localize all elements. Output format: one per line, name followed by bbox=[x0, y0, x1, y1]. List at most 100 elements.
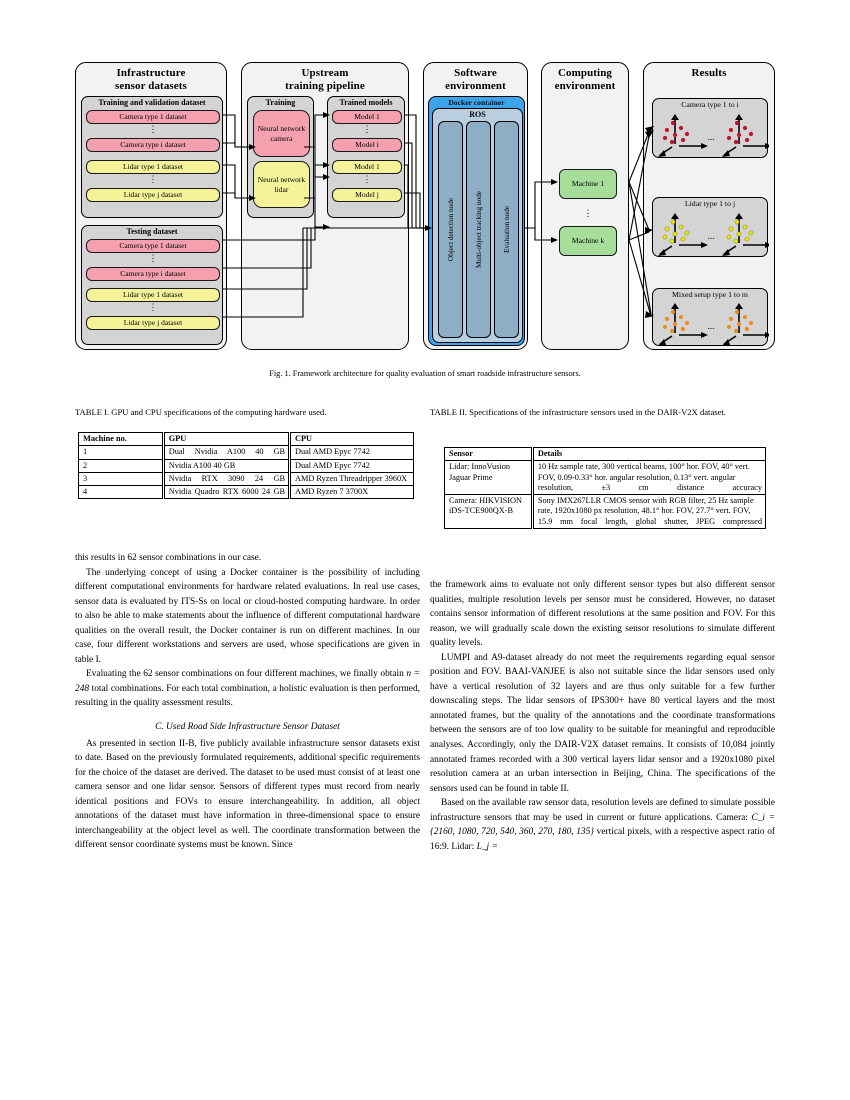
panel-computing-environment: Computing environment Machine 1 Machine … bbox=[541, 62, 629, 350]
panel-title-computing: Computing environment bbox=[554, 67, 616, 92]
paragraph-text: total combinations. For each total combi… bbox=[75, 683, 420, 709]
framework-figure: Infrastructure sensor datasets Training … bbox=[75, 62, 775, 357]
table1-header-cpu: CPU bbox=[287, 431, 415, 447]
subpanel-training-validation: Training and validation dataset Camera t… bbox=[81, 96, 223, 218]
subpanel-title-training: Training bbox=[265, 98, 296, 107]
ellipsis-camera bbox=[86, 126, 220, 132]
subpanel-trained-models: Trained models Model 1 Model i Model 1 M… bbox=[327, 96, 405, 218]
table-row: 1 Dual Nvidia A100 40 GB Dual AMD Epyc 7… bbox=[78, 445, 415, 460]
table1-cell-gpu: Nvidia RTX 3090 24 GB bbox=[161, 471, 290, 487]
paragraph-text: Based on the available raw sensor data, … bbox=[430, 798, 775, 823]
subpanel-testing-dataset: Testing dataset Camera type 1 dataset Ca… bbox=[81, 225, 223, 345]
table-row: Sensor Details bbox=[444, 446, 767, 462]
table2-header-sensor: Sensor bbox=[444, 446, 533, 462]
table1-cell-cpu: AMD Ryzen 7 3700X bbox=[287, 485, 415, 500]
table1-cell-machine: 2 bbox=[78, 458, 164, 473]
panel-software-environment: Software environment Docker container RO… bbox=[423, 62, 528, 350]
table-row: Lidar: InnoVusion Jaguar Prime 10 Hz sam… bbox=[444, 460, 767, 496]
panel-title-software: Software environment bbox=[445, 67, 506, 92]
result-group-lidar: Lidar type 1 to j bbox=[652, 197, 769, 257]
inline-math: n = 248 bbox=[75, 669, 421, 694]
paragraph-text: vertical pixels, with a respective aspec… bbox=[430, 827, 775, 852]
panel-title-pipeline: Upstream training pipeline bbox=[285, 67, 365, 92]
table2-cell-details: 10 Hz sample rate, 300 vertical beams, 1… bbox=[530, 460, 767, 496]
table-row: Camera: HIKVISION iDS-TCE900QX-B Sony IM… bbox=[444, 494, 767, 530]
table2-cell-sensor: Camera: HIKVISION iDS-TCE900QX-B bbox=[444, 494, 533, 530]
ellipsis-machines bbox=[559, 210, 617, 216]
table1-cell-cpu: Dual AMD Epyc 7742 bbox=[287, 445, 415, 460]
body-right-column: the framework aims to evaluate not only … bbox=[430, 578, 775, 854]
node-neural-network-lidar: Neural network lidar bbox=[253, 161, 310, 208]
table2-cell-sensor: Lidar: InnoVusion Jaguar Prime bbox=[444, 460, 533, 496]
table-row: 2 Nvidia A100 40 GB Dual AMD Epyc 7742 bbox=[78, 458, 415, 473]
subpanel-training: Training Neural network camera Neural ne… bbox=[247, 96, 314, 218]
result-group-mixed: Mixed setup type 1 to m bbox=[652, 288, 769, 346]
paragraph: this results in 62 sensor combinations i… bbox=[75, 553, 262, 563]
table1-cell-machine: 1 bbox=[78, 445, 164, 460]
ros-label: ROS bbox=[469, 110, 486, 119]
chip-model-camera-i: Model i bbox=[332, 138, 402, 152]
table-gpu-cpu-specifications: Machine no. GPU CPU 1 Dual Nvidia A100 4… bbox=[78, 431, 415, 500]
paragraph: LUMPI and A9-dataset already do not meet… bbox=[430, 652, 775, 794]
chip-test-lidar-1: Lidar type 1 dataset bbox=[86, 288, 220, 302]
docker-label: Docker container bbox=[448, 98, 505, 107]
table1-cell-gpu: Nvidia A100 40 GB bbox=[161, 458, 290, 473]
inline-math: L_j = bbox=[476, 841, 498, 852]
figure-caption: Fig. 1. Framework architecture for quali… bbox=[269, 369, 581, 378]
table1-cell-cpu: Dual AMD Epyc 7742 bbox=[287, 458, 415, 473]
ellipsis-lidar bbox=[86, 176, 220, 182]
paragraph: The underlying concept of using a Docker… bbox=[75, 567, 420, 665]
table1-cell-cpu: AMD Ryzen Threadripper 3960X bbox=[287, 471, 415, 487]
node-evaluation: Evaluation node bbox=[494, 121, 519, 338]
inline-math: C_i = {2160, 1080, 720, 540, 360, 270, 1… bbox=[430, 812, 775, 838]
table2-header-details: Details bbox=[530, 446, 767, 462]
table-row: 3 Nvidia RTX 3090 24 GB AMD Ryzen Thread… bbox=[78, 471, 415, 487]
subpanel-title-training-validation: Training and validation dataset bbox=[98, 98, 206, 107]
ellipsis-model-camera bbox=[332, 126, 402, 132]
chip-model-camera-1: Model 1 bbox=[332, 110, 402, 124]
chip-dataset-lidar-j: Lidar type j dataset bbox=[86, 188, 220, 202]
chip-test-lidar-j: Lidar type j dataset bbox=[86, 316, 220, 330]
chip-dataset-camera-i: Camera type i dataset bbox=[86, 138, 220, 152]
table1-cell-machine: 3 bbox=[78, 471, 164, 487]
result-label-camera: Camera type 1 to i bbox=[681, 100, 739, 109]
table2-cell-details: Sony IMX267LLR CMOS sensor with RGB filt… bbox=[530, 494, 767, 530]
table1-cell-machine: 4 bbox=[78, 485, 164, 500]
chip-model-lidar-1: Model 1 bbox=[332, 160, 402, 174]
svg-text:...: ... bbox=[708, 231, 715, 241]
svg-text:...: ... bbox=[708, 132, 715, 142]
result-group-camera: Camera type 1 to i bbox=[652, 98, 769, 158]
paragraph-text: Evaluating the 62 sensor combinations on… bbox=[86, 669, 407, 680]
body-left-column: this results in 62 sensor combinations i… bbox=[75, 551, 420, 853]
chip-model-lidar-j: Model j bbox=[332, 188, 402, 202]
paragraph: Based on the available raw sensor data, … bbox=[430, 796, 775, 854]
panel-results: Results Camera type 1 to i bbox=[643, 62, 775, 350]
panel-title-results: Results bbox=[691, 67, 727, 79]
container-docker: Docker container ROS Object detection no… bbox=[428, 96, 525, 346]
panel-title-datasets: Infrastructure sensor datasets bbox=[115, 67, 187, 92]
axes-lidar-icon: ... bbox=[658, 213, 769, 256]
panel-infrastructure-sensor-datasets: Infrastructure sensor datasets Training … bbox=[75, 62, 227, 350]
paragraph: Evaluating the 62 sensor combinations on… bbox=[75, 667, 420, 711]
chip-dataset-lidar-1: Lidar type 1 dataset bbox=[86, 160, 220, 174]
ellipsis-test-lidar bbox=[86, 304, 220, 310]
result-label-mixed: Mixed setup type 1 to m bbox=[671, 290, 748, 299]
chip-test-camera-1: Camera type 1 dataset bbox=[86, 239, 220, 253]
table-row: Machine no. GPU CPU bbox=[78, 431, 415, 447]
table1-caption: TABLE I. GPU and CPU specifications of t… bbox=[75, 407, 327, 417]
node-object-detection: Object detection node bbox=[438, 121, 463, 338]
table1-cell-gpu: Nvidia Quadro RTX 6000 24 GB bbox=[161, 485, 290, 500]
chip-machine-1: Machine 1 bbox=[559, 169, 617, 199]
node-neural-network-camera: Neural network camera bbox=[253, 110, 310, 157]
table1-cell-gpu: Dual Nvidia A100 40 GB bbox=[161, 445, 290, 460]
ellipsis-model-lidar bbox=[332, 176, 402, 182]
chip-test-camera-i: Camera type i dataset bbox=[86, 267, 220, 281]
node-multi-object-tracking: Multi-object tracking node bbox=[466, 121, 491, 338]
table-sensor-specifications: Sensor Details Lidar: InnoVusion Jaguar … bbox=[444, 446, 767, 530]
ellipsis-test-camera bbox=[86, 255, 220, 261]
table2-caption: TABLE II. Specifications of the infrastr… bbox=[430, 407, 726, 417]
table1-header-gpu: GPU bbox=[161, 431, 290, 447]
paragraph: the framework aims to evaluate not only … bbox=[430, 580, 775, 649]
axes-camera-icon: ... bbox=[658, 114, 769, 157]
